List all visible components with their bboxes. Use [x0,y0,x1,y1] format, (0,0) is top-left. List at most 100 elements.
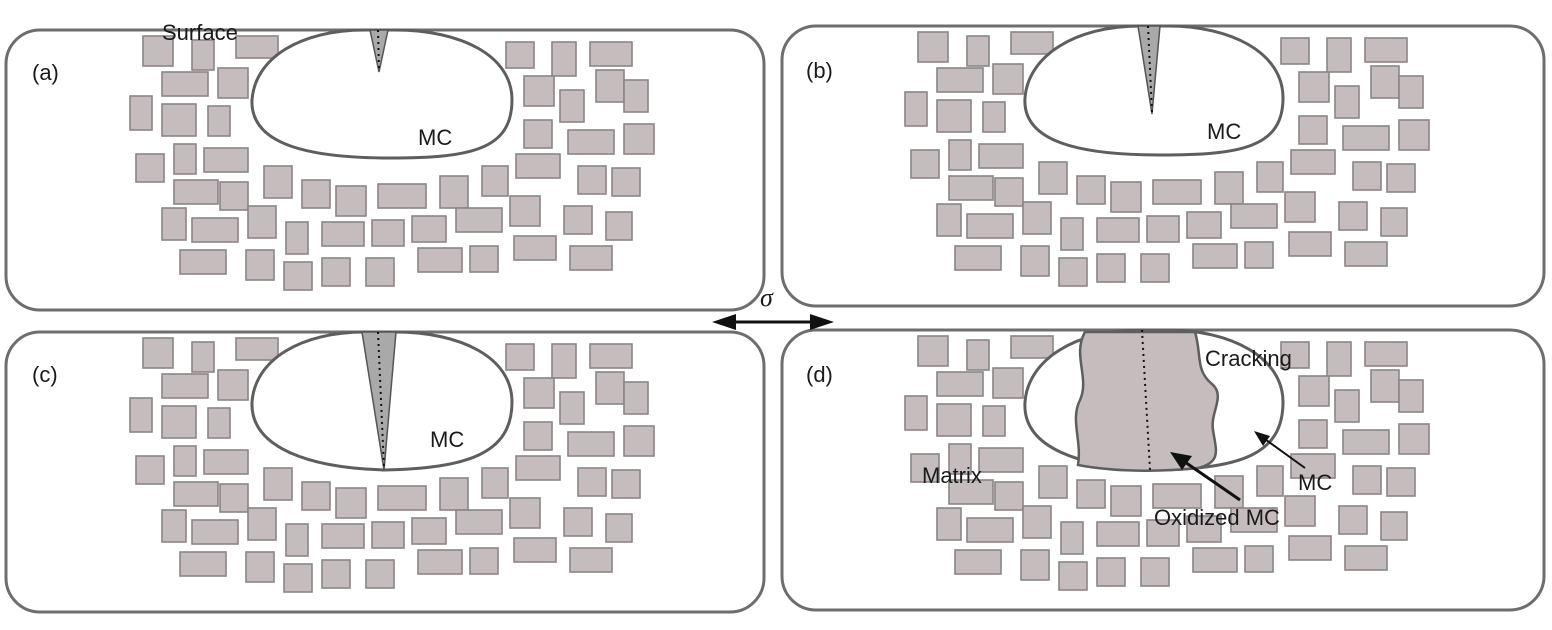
panel-b-mc-label: MC [1207,119,1241,144]
panel-c-grain-46 [611,469,641,499]
panel-a-carbide [250,28,514,160]
panel-b-grain-8 [910,149,940,179]
panel-a-grain-51 [569,245,613,271]
panel-d-grain-19 [936,507,962,541]
panel-c-grain-5 [129,397,153,433]
panel-b-grain-47 [1284,191,1316,223]
panel-c-grain-41 [523,421,553,451]
panel-d-grain-14 [1076,479,1106,509]
panel-c-grain-19 [161,509,187,543]
panel-d-grain-10 [978,447,1024,473]
panel-b-grain-1 [966,35,990,67]
panel-d-grain-28 [1020,549,1050,581]
panel-c-grain-25 [411,517,447,545]
panel-d-label: (d) [806,362,833,387]
panel-d-oxidized-region [1074,330,1219,472]
panel-b-grain-45 [1352,161,1382,191]
panel-d-grain-8 [910,453,940,483]
panel-b-grain-41 [1298,115,1328,145]
panel-a-grain-39 [623,79,649,113]
panel-c-label: (c) [32,362,58,387]
panel-b-grain-9 [948,139,972,171]
panel-b-grain-13 [1038,161,1068,195]
panel-a-grain-7 [207,105,231,137]
panel-d-grain-23 [1096,521,1140,547]
panel-c-grain-14 [301,481,331,511]
panel-a-grain-4 [217,67,249,99]
panel-a-grain-16 [377,183,427,209]
panel-b-grain-43 [1398,119,1430,151]
panel-a-grain-32 [417,247,463,273]
panel-d-grain-40 [1334,389,1360,423]
panel-b-grain-39 [1398,75,1424,109]
panel-b-grains [904,31,1430,287]
panel-a-grain-36 [589,41,633,67]
panel-d-grain-25 [1186,515,1222,543]
panel-c-grain-21 [247,507,277,541]
panel-d-grain-36 [1364,341,1408,367]
panel-c-grain-51 [569,547,613,573]
panel-a-crack-path [377,29,380,71]
panel-b-grain-21 [1022,201,1052,235]
panel-d-grain-45 [1352,465,1382,495]
panel-c-grain-43 [623,425,655,457]
panel-b-grain-14 [1076,175,1106,205]
panel-c-grain-4 [217,369,249,401]
panel-a-grain-15 [335,185,367,217]
matrix-label: Matrix [922,463,982,488]
panel-a-grain-44 [515,153,561,179]
panel-d-grain-50 [1288,535,1332,561]
mc-leader-arrow [1254,431,1306,469]
panel-b-grain-10 [978,143,1024,169]
panel-a-grain-37 [523,75,555,107]
panel-c-grain-34 [505,343,535,371]
panel-b-grain-51 [1344,241,1388,267]
panel-c-grain-32 [417,549,463,575]
panel-b-grain-5 [904,91,928,127]
panel-b-grain-18 [1256,161,1284,193]
panel-c-grain-48 [563,507,593,537]
panel-d-grain-27 [954,549,1002,575]
panel-d-grain-46 [1386,467,1416,497]
panel-d-grain-32 [1192,547,1238,573]
panel-a-grain-10 [203,147,249,173]
panel-d-grain-35 [1326,341,1352,377]
panel-c-grain-50 [513,537,557,563]
panel-a-grain-24 [371,219,405,247]
panel-b-grain-23 [1096,217,1140,243]
panel-b-grain-33 [1244,241,1274,269]
panel-b-grain-32 [1192,243,1238,269]
panel-a-grain-26 [455,207,503,233]
panel-a-grain-20 [191,217,239,243]
panel-c-grain-12 [219,483,249,513]
panel-b-grain-31 [1140,253,1170,283]
panel-b-grain-15 [1110,181,1142,213]
panel-c-grain-26 [455,509,503,535]
panel-d-grain-44 [1290,453,1336,479]
panel-d-grain-39 [1398,379,1424,413]
panel-c-grain-9 [173,445,197,477]
panel-c-grain-37 [523,377,555,409]
panel-c-grain-38 [595,371,625,405]
panel-b-grain-44 [1290,149,1336,175]
panel-d-grain-1 [966,339,990,371]
panel-d-grain-43 [1398,423,1430,455]
panel-c-grain-35 [551,343,577,379]
panel-b-grain-0 [917,31,949,63]
panel-a-grain-25 [411,215,447,243]
panel-a-grain-31 [365,257,395,287]
panel-c-grain-16 [377,485,427,511]
panel-b-grain-4 [992,63,1024,95]
panel-b-grain-3 [936,67,984,93]
panel-c-grain-33 [469,547,499,575]
panel-a-grain-42 [567,129,615,155]
panel-d-grain-11 [948,479,994,505]
panel-d-grain-13 [1038,465,1068,499]
panel-a-label: (a) [32,60,59,85]
panel-a-grain-35 [551,41,577,77]
panel-d-grain-3 [936,371,984,397]
panel-c-grain-44 [515,455,561,481]
panel-b-grain-46 [1386,163,1416,193]
